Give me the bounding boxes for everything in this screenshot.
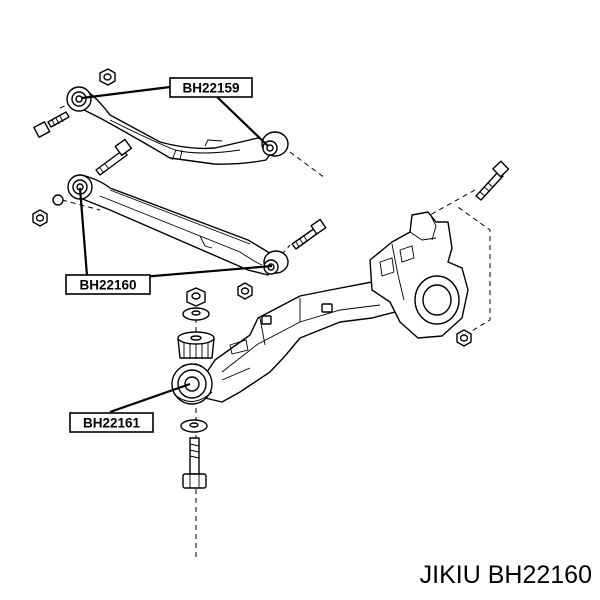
knuckle-bolt-top — [475, 160, 510, 201]
lower-control-arm — [67, 174, 289, 276]
lower-arm-nut-right — [237, 282, 253, 300]
label-bh22159: BH22159 — [169, 77, 253, 98]
upper-arm-bolt — [33, 111, 70, 138]
rear-subframe — [204, 281, 396, 403]
label-bh22160: BH22160 — [65, 274, 151, 295]
subframe-mount-stack — [171, 287, 215, 489]
upper-arm-nut — [99, 68, 116, 86]
label-bh22160-text: BH22160 — [79, 278, 136, 293]
knuckle-nut-bottom — [456, 329, 472, 347]
label-bh22161: BH22161 — [69, 412, 154, 433]
leader-lines — [78, 85, 273, 414]
upper-right-bolt — [95, 138, 133, 176]
wheel-knuckle — [369, 211, 469, 339]
label-bh22159-text: BH22159 — [182, 81, 239, 96]
upper-control-arm — [66, 86, 289, 165]
lower-arm-nut-left — [32, 194, 64, 227]
caption-text: JIKIU BH22160 — [420, 561, 592, 589]
label-bh22161-text: BH22161 — [83, 416, 141, 431]
lower-arm-bolt-right — [291, 218, 327, 250]
